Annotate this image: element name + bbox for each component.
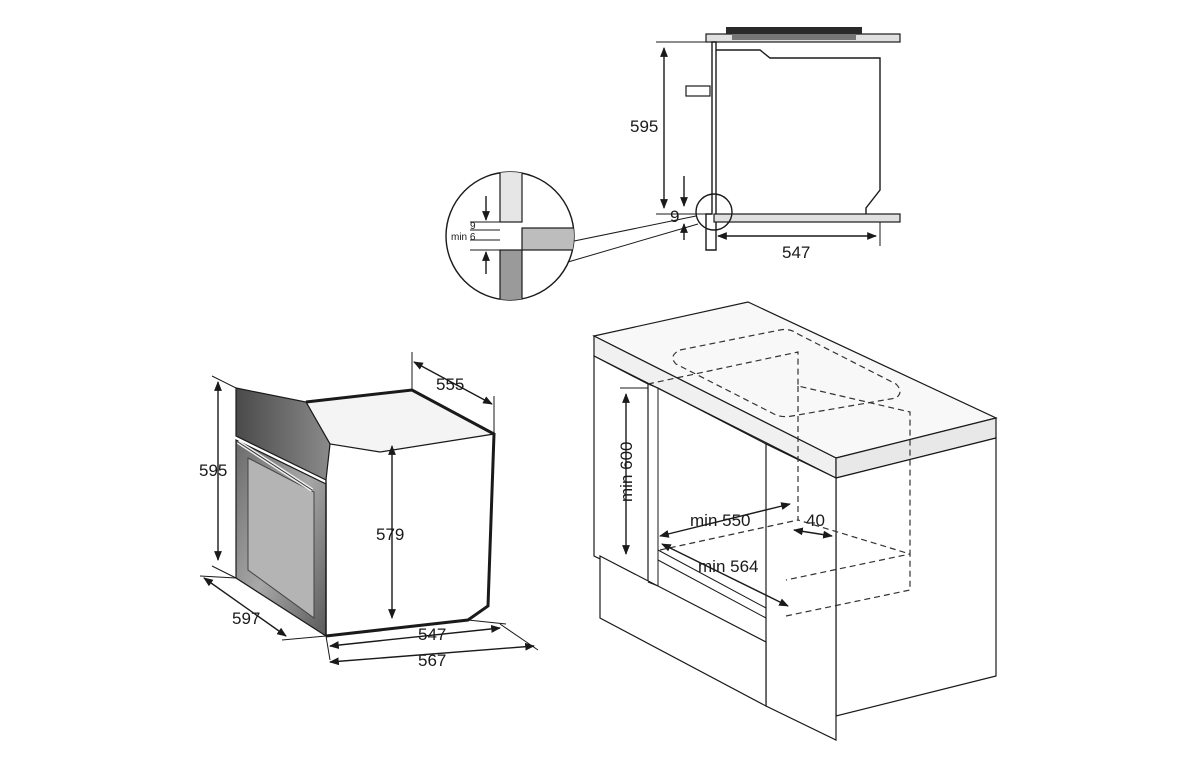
cabinet-min-height-label: min 600 — [617, 442, 636, 502]
hob-plate — [726, 27, 862, 34]
detail-gap-label: 9 — [470, 221, 476, 232]
cabinet-view: min 600 min 550 40 min 564 — [592, 301, 998, 741]
oven-top-depth-label: 555 — [436, 375, 464, 394]
oven-overall-depth-label: 567 — [418, 651, 446, 670]
oven-height-label: 595 — [199, 461, 227, 480]
detail-marker — [695, 193, 733, 231]
shelf — [713, 213, 901, 223]
oven-view: 595 555 579 597 547 567 — [199, 352, 539, 670]
control-panel — [235, 387, 331, 481]
cabinet-min-depth-label: min 564 — [698, 557, 758, 576]
side-gap-label: 9 — [670, 207, 679, 226]
detail-min-gap-label: min 6 — [451, 232, 476, 243]
oven-width-label: 597 — [232, 609, 260, 628]
cabinet-rear-gap-label: 40 — [806, 511, 825, 530]
side-section-view: 595 9 547 — [630, 27, 901, 262]
side-height-label: 595 — [630, 117, 658, 136]
oven-inner-height-label: 579 — [376, 525, 404, 544]
side-depth-label: 547 — [782, 243, 810, 262]
cabinet-min-width-label: min 550 — [690, 511, 750, 530]
detail-zoom: 9 min 6 — [445, 171, 699, 301]
oven-body-depth-label: 547 — [418, 625, 446, 644]
